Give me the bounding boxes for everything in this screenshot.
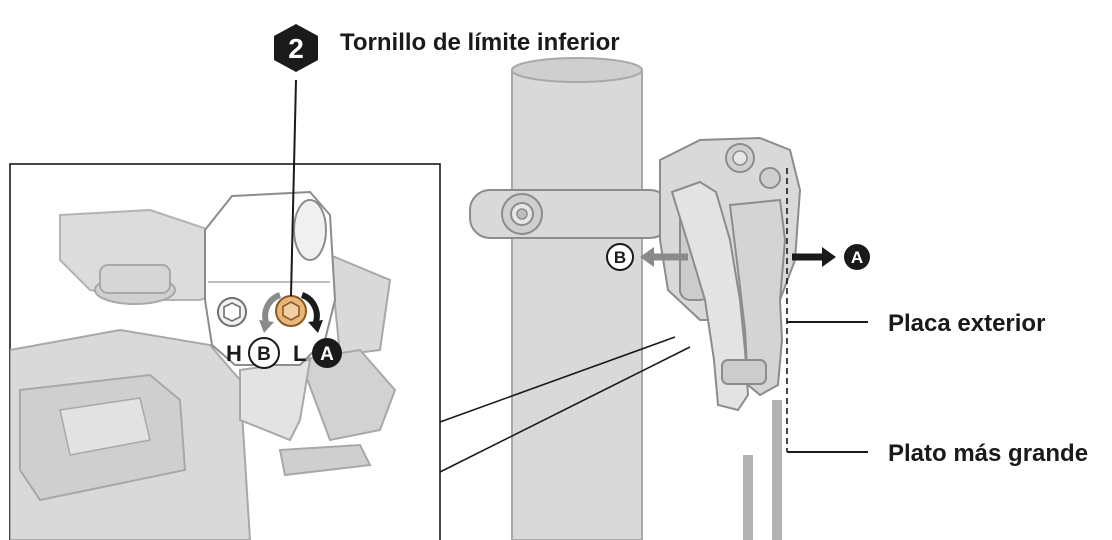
arrow-a-direction <box>792 247 836 267</box>
arrow-b-direction <box>640 247 688 267</box>
zoom-line-top <box>439 336 676 423</box>
marker-b-right: B <box>606 243 634 271</box>
svg-text:B: B <box>257 344 271 365</box>
largest-chainring-label: Plato más grande <box>888 440 1088 467</box>
chainring-lines <box>743 400 782 540</box>
high-label: H <box>226 341 242 366</box>
step-badge: 2 <box>274 24 318 72</box>
svg-text:B: B <box>614 248 626 267</box>
detail-inset: H L B A <box>9 163 441 540</box>
marker-a-inset: A <box>312 338 342 368</box>
zoom-line-bottom <box>439 346 691 473</box>
marker-a-right: A <box>844 244 870 270</box>
outer-plate-label: Placa exterior <box>888 310 1045 337</box>
seat-tube <box>511 57 643 540</box>
derailleur-clamp-arm <box>469 189 671 239</box>
high-limit-screw <box>217 297 247 327</box>
step-number: 2 <box>288 33 304 64</box>
rotation-arrow-b <box>259 292 282 333</box>
rotation-arrow-a <box>300 292 323 333</box>
svg-text:A: A <box>851 248 863 267</box>
step-title: Tornillo de límite inferior <box>340 29 620 56</box>
marker-b-inset: B <box>248 337 280 369</box>
low-limit-screw <box>275 295 307 327</box>
derailleur-cage <box>670 180 787 412</box>
step-leader-line <box>290 79 297 297</box>
low-label: L <box>293 341 306 366</box>
svg-text:A: A <box>320 344 334 365</box>
